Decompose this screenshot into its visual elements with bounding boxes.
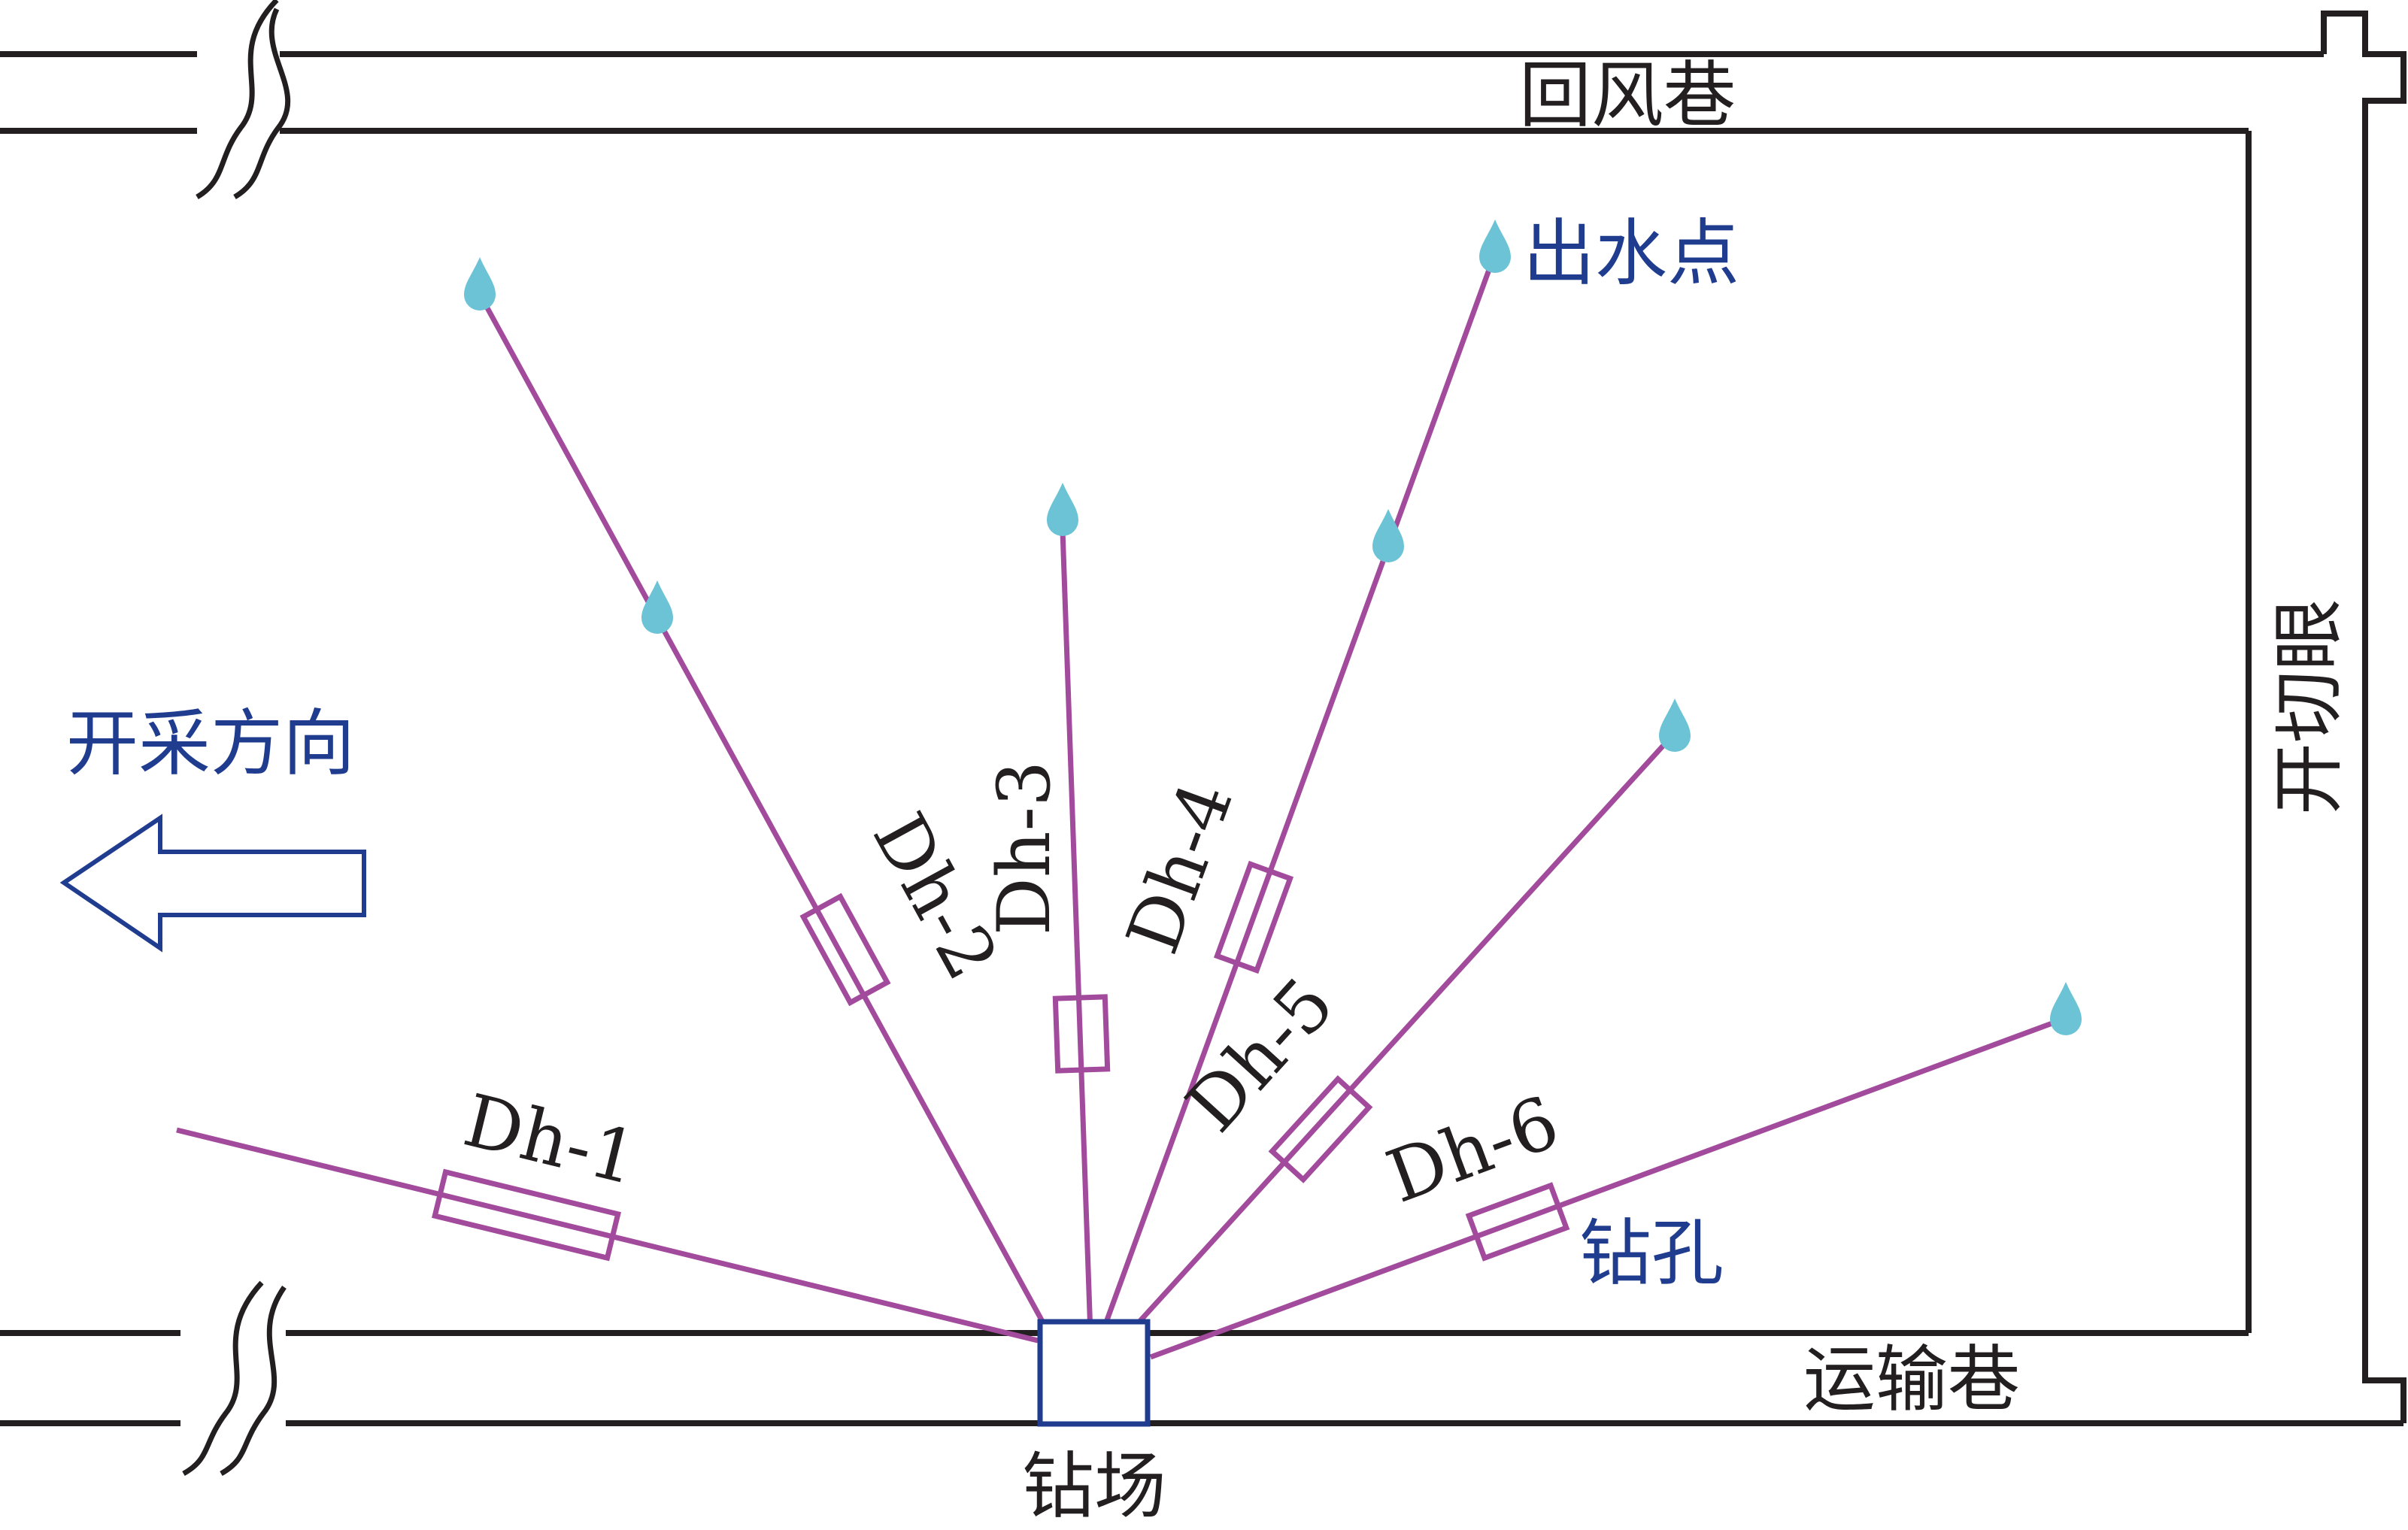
borehole-label-dh-4: Dh-4	[1111, 771, 1250, 964]
water-drop-icon	[641, 580, 673, 634]
borehole-dh-4-line	[1099, 258, 1496, 1336]
transport-airway-label: 运输巷	[1803, 1338, 2020, 1422]
water-drop-icon	[1659, 698, 1691, 752]
borehole-dh-5-line	[1122, 741, 1668, 1341]
borehole-dh-2-line	[478, 295, 1056, 1342]
mining-direction-label: 开采方向	[66, 701, 355, 786]
borehole-dh-5-casing	[1268, 1075, 1373, 1183]
open-cut	[2246, 11, 2406, 1423]
borehole-dh-3-line	[1060, 529, 1093, 1335]
open-cut-outer-wall	[2321, 11, 2406, 1423]
borehole-legend-label: 钻孔	[1579, 1211, 1724, 1295]
borehole-dh-6-line	[1149, 1016, 2066, 1360]
borehole-dh-4-casing	[1213, 860, 1294, 974]
return-airway	[0, 51, 2324, 134]
borehole-dh-1-line	[176, 1127, 1039, 1344]
water-drops	[464, 220, 2082, 1035]
borehole-dh-2-casing	[799, 892, 891, 1007]
borehole-label-dh-6: Dh-6	[1376, 1080, 1569, 1219]
return-airway-label: 回风巷	[1519, 53, 1736, 138]
borehole-dh-3-casing	[1052, 994, 1111, 1074]
water-drop-icon	[1372, 509, 1404, 562]
drill-site-label: 钻场	[1022, 1444, 1166, 1528]
drill-site-box	[1037, 1319, 1151, 1427]
return-airway-break-symbol	[196, 0, 290, 203]
mining-direction-arrow-icon	[59, 813, 366, 953]
open-cut-label: 开切眼	[2267, 598, 2351, 815]
water-point-label: 出水点	[1523, 211, 1739, 295]
water-drop-icon	[464, 257, 496, 311]
water-drop-icon	[2050, 982, 2082, 1035]
transport-airway	[0, 1330, 2403, 1426]
borehole-dh-6-casing	[1465, 1182, 1570, 1262]
boreholes	[176, 258, 2066, 1360]
water-drop-icon	[1047, 483, 1078, 536]
borehole-label-dh-3: Dh-3	[982, 761, 1066, 935]
borehole-dh-1-casing	[432, 1168, 621, 1262]
water-drop-icon	[1479, 220, 1511, 273]
transport-airway-break-symbol	[180, 1278, 287, 1477]
